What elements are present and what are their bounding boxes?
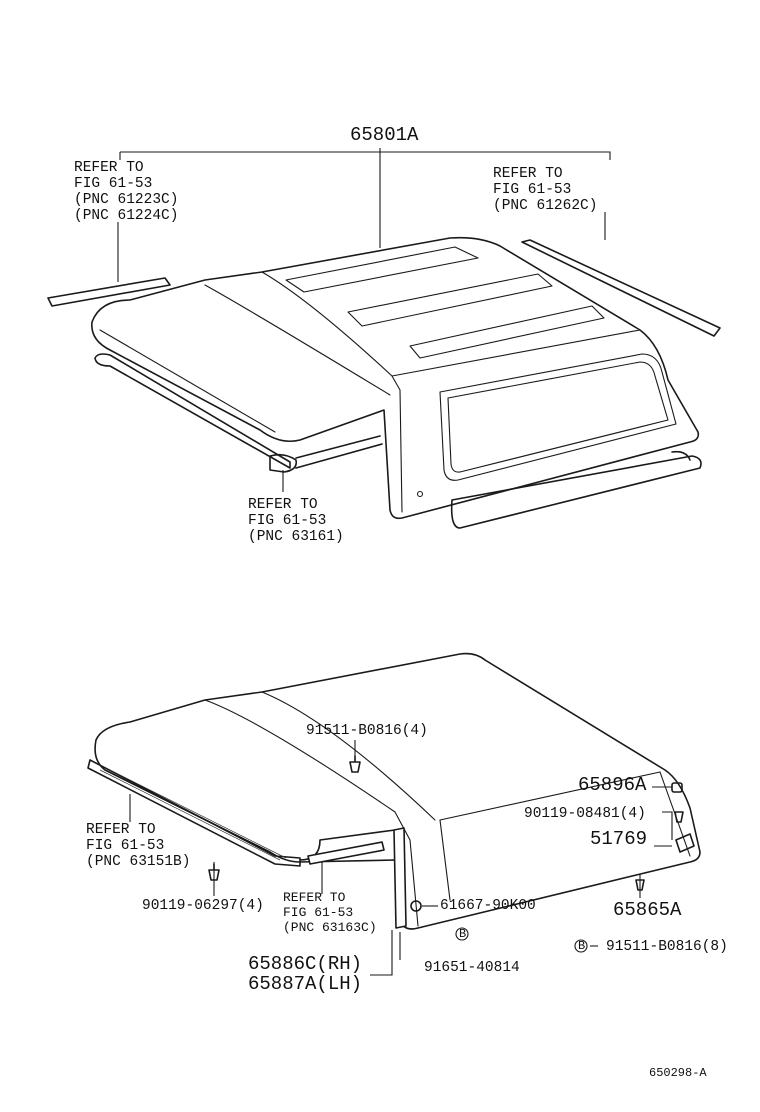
part-label-90119-06297: 90119-06297(4) [142, 898, 264, 914]
roof-rib-1 [285, 246, 479, 293]
part-label-91511-bottom: 91511-B0816(8) [606, 939, 728, 955]
screw-90119-06297 [208, 863, 220, 881]
cab-step-edge [204, 699, 419, 927]
bolt-91511-top [349, 755, 361, 773]
refer-note-top-bottom: REFER TO FIG 61-53 (PNC 63161) [248, 497, 344, 545]
part-51769-bracket [675, 833, 695, 853]
cab-step-inner [261, 691, 436, 821]
front-weatherstrip [94, 353, 291, 469]
part-label-90119-08481: 90119-08481(4) [524, 806, 646, 822]
circle-b-letter-2: B [578, 939, 586, 953]
bottom-shell-assembly [87, 652, 701, 976]
weatherstrip-side [295, 435, 383, 469]
part-label-65801A: 65801A [350, 124, 419, 146]
front-edge-weatherstrip [87, 759, 301, 867]
trim-strip [307, 841, 385, 865]
roof-rib-3 [409, 305, 605, 359]
part-label-65896A: 65896A [578, 774, 647, 796]
rear-opening-top [439, 771, 661, 821]
screw-90119-08481 [674, 811, 684, 823]
canopy-shell [91, 236, 700, 520]
circle-b-marker-1 [455, 927, 469, 941]
part-label-51769: 51769 [590, 828, 648, 850]
right-side-molding [521, 239, 721, 337]
part-65896A-block [671, 782, 683, 793]
leader-65886-bracket [370, 930, 393, 976]
rear-lower-weatherstrip [450, 455, 702, 529]
part-61667-grommet [410, 900, 422, 912]
refer-note-bottom-left: REFER TO FIG 61-53 (PNC 63151B) [86, 822, 191, 870]
leader-90119-08481 [662, 811, 673, 840]
part-label-91651: 91651-40814 [424, 960, 520, 976]
drawing-code: 650298-A [649, 1066, 707, 1080]
refer-note-bottom-mid: REFER TO FIG 61-53 (PNC 63163C) [283, 890, 377, 935]
rear-window [439, 353, 677, 481]
rear-roof-edge [391, 329, 641, 377]
front-roof-lines [99, 284, 391, 433]
part-label-65865A: 65865A [613, 899, 682, 921]
roof-rib-2 [347, 273, 553, 327]
weatherstrip-corner [269, 453, 298, 473]
main-label-bracket [119, 148, 611, 248]
pillar-molding [393, 827, 407, 929]
circle-b-letter-1: B [459, 927, 467, 941]
part-label-65887A: 65887A(LH) [248, 973, 363, 995]
canopy-shell-rear-view [94, 652, 701, 930]
left-roof-molding [47, 277, 171, 307]
front-shell-corner [299, 829, 396, 861]
part-label-91511-top: 91511-B0816(4) [306, 723, 428, 739]
rear-weatherstrip-hook [671, 450, 691, 461]
circle-b-marker-2 [574, 939, 588, 953]
part-65865A [635, 879, 645, 891]
refer-note-top-right: REFER TO FIG 61-53 (PNC 61262C) [493, 166, 598, 214]
latch-mark [416, 490, 424, 498]
refer-note-top-left: REFER TO FIG 61-53 (PNC 61223C) (PNC 612… [74, 160, 179, 224]
part-label-61667: 61667-90K00 [440, 898, 536, 914]
weatherstrip-hatch [99, 769, 287, 861]
part-label-65886C: 65886C(RH) [248, 953, 363, 975]
rear-window-inner [447, 361, 669, 473]
top-shell-assembly [47, 148, 721, 529]
